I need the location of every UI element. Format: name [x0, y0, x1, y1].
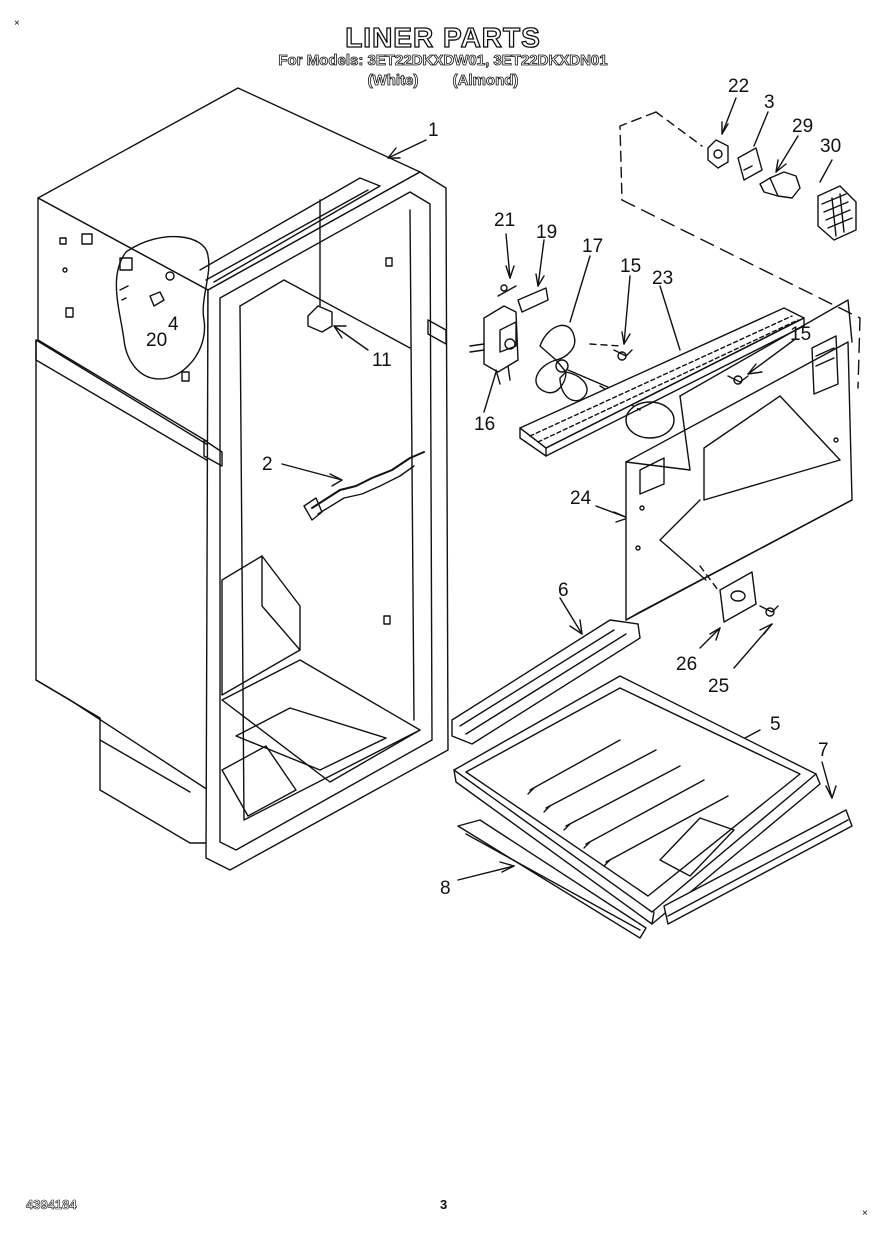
corner-mark-top-left: × — [14, 18, 20, 29]
callout-16: 16 — [474, 414, 495, 435]
callout-15-top: 15 — [620, 256, 641, 277]
callout-11: 11 — [372, 350, 392, 371]
callout-23: 23 — [652, 268, 673, 289]
callout-29: 29 — [792, 116, 813, 137]
trim-strip — [457, 809, 853, 939]
callout-7: 7 — [818, 740, 829, 761]
callout-5: 5 — [770, 714, 781, 735]
light-assembly — [619, 111, 861, 389]
callout-1: 1 — [428, 120, 439, 141]
variant-almond: (Almond) — [452, 72, 519, 90]
page-title: LINER PARTS — [345, 21, 541, 53]
callout-2: 2 — [262, 454, 273, 475]
air-baffle — [519, 307, 805, 457]
part-callouts: 1 2 3 4 5 6 7 8 11 15 15 16 17 19 20 21 … — [146, 76, 841, 899]
callout-24: 24 — [570, 488, 592, 509]
callout-6: 6 — [558, 580, 569, 601]
document-number: 4394184 — [26, 1197, 77, 1213]
callout-22: 22 — [728, 76, 749, 97]
variant-white: (White) — [367, 72, 419, 90]
drip-rail — [451, 619, 641, 745]
callout-25: 25 — [708, 676, 729, 697]
seal-plate — [699, 565, 779, 623]
leader-lines — [281, 97, 837, 881]
models-line: For Models: 3ET22DKXDW01, 3ET22DKXDN01 — [278, 52, 608, 70]
callout-8: 8 — [440, 878, 451, 899]
callout-26: 26 — [676, 654, 697, 675]
callout-4: 4 — [168, 314, 179, 335]
callout-30: 30 — [820, 136, 841, 157]
callout-15-right: 15 — [790, 324, 811, 345]
evaporator-cover — [625, 299, 853, 621]
color-variants: (White) (Almond) — [0, 72, 886, 90]
corner-mark-bottom-right: × — [862, 1208, 868, 1219]
callout-21: 21 — [494, 210, 515, 231]
cabinet-liner — [35, 87, 449, 871]
callout-3: 3 — [764, 92, 775, 113]
callout-17: 17 — [582, 236, 603, 257]
callout-20: 20 — [146, 330, 167, 351]
fan-motor-assembly — [469, 284, 749, 411]
crisper-pan — [453, 675, 821, 925]
page-number: 3 — [440, 1197, 448, 1212]
callout-19: 19 — [536, 222, 557, 243]
